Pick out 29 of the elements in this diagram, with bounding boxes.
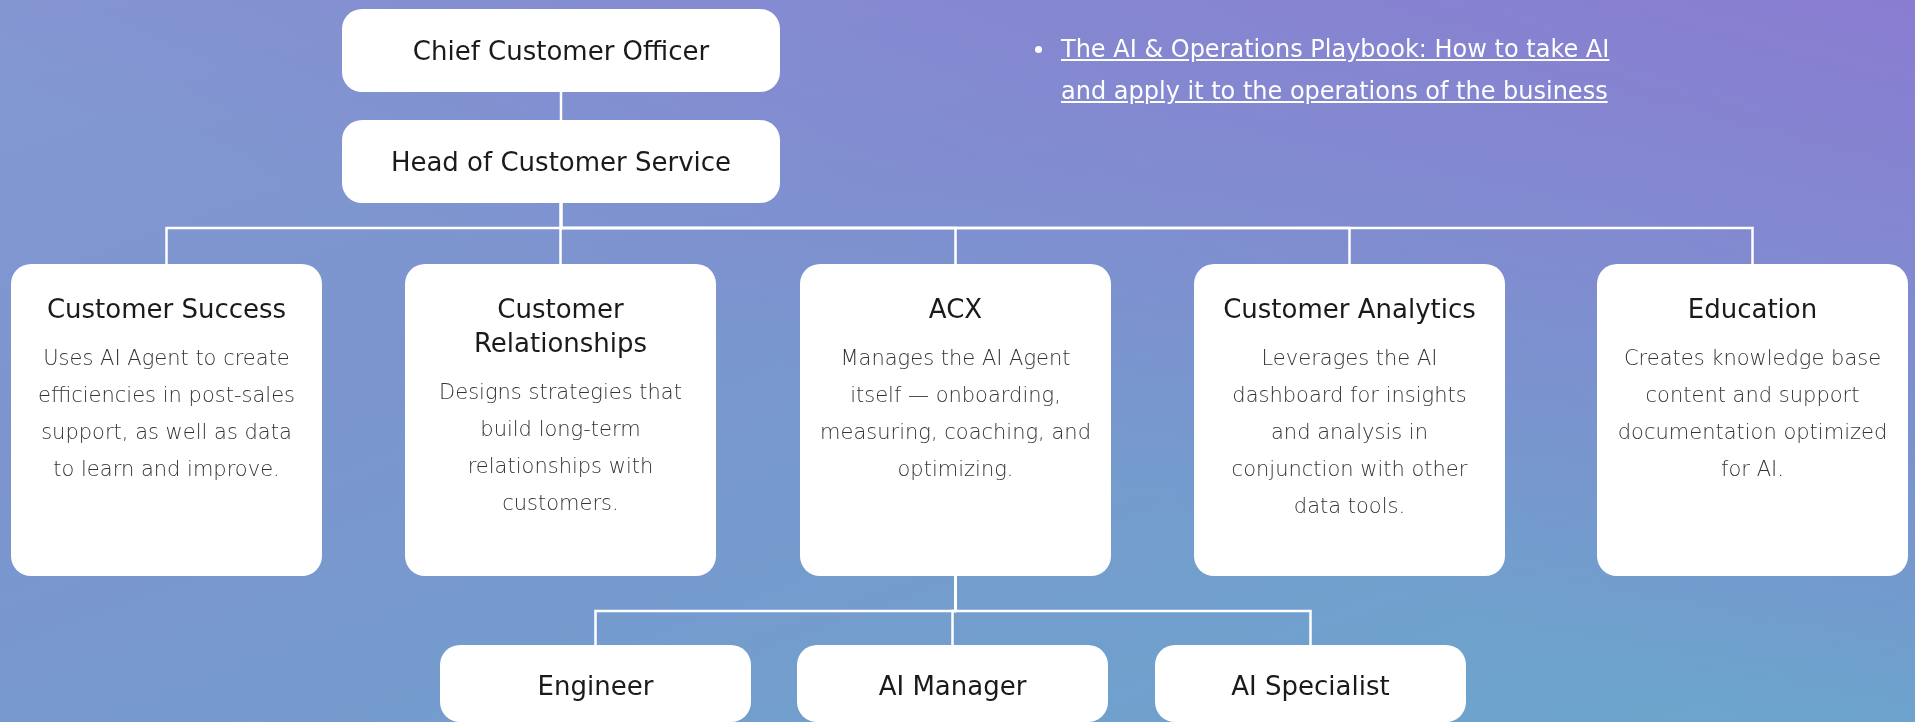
connector-line xyxy=(559,203,1754,264)
role-description: Uses AI Agent to create efficiencies in post-sales support, as well as data to learn and improve. xyxy=(37,345,296,483)
department-card xyxy=(405,264,716,576)
role-title: Engineer xyxy=(537,670,654,703)
role-box xyxy=(797,645,1108,722)
department-card xyxy=(1597,264,1908,576)
role-description: Manages the AI Agent itself — onboarding, measuring, coaching, and optimizing. xyxy=(819,345,1092,483)
connector-line xyxy=(954,576,1312,645)
role-title: Education xyxy=(1687,293,1818,326)
article-link: The AI & Operations Playbook: How to take AI and apply it to the operations of the business xyxy=(1061,34,1611,107)
role-box xyxy=(342,120,780,203)
role-title: AI Manager xyxy=(878,670,1027,703)
role-box xyxy=(342,9,780,92)
role-title: Customer Analytics xyxy=(1223,293,1476,326)
role-box xyxy=(1155,645,1466,722)
department-card xyxy=(800,264,1111,576)
role-description: Designs strategies that build long-term relationships with customers. xyxy=(438,379,683,517)
role-title: Head of Customer Service xyxy=(390,145,732,179)
connector-line xyxy=(559,92,563,120)
role-title: AI Specialist xyxy=(1231,670,1390,703)
role-description: Leverages the AI dashboard for insights and analysis in conjunction with other data tools. xyxy=(1230,345,1469,520)
role-title: Customer Relationships xyxy=(472,293,649,360)
role-title: ACX xyxy=(928,293,983,326)
role-title: Chief Customer Officer xyxy=(412,34,710,68)
role-box xyxy=(440,645,751,722)
role-description: Creates knowledge base content and support documentation optimized for AI. xyxy=(1616,345,1889,483)
department-card xyxy=(1194,264,1505,576)
role-title: Customer Success xyxy=(46,293,287,326)
department-card xyxy=(11,264,322,576)
